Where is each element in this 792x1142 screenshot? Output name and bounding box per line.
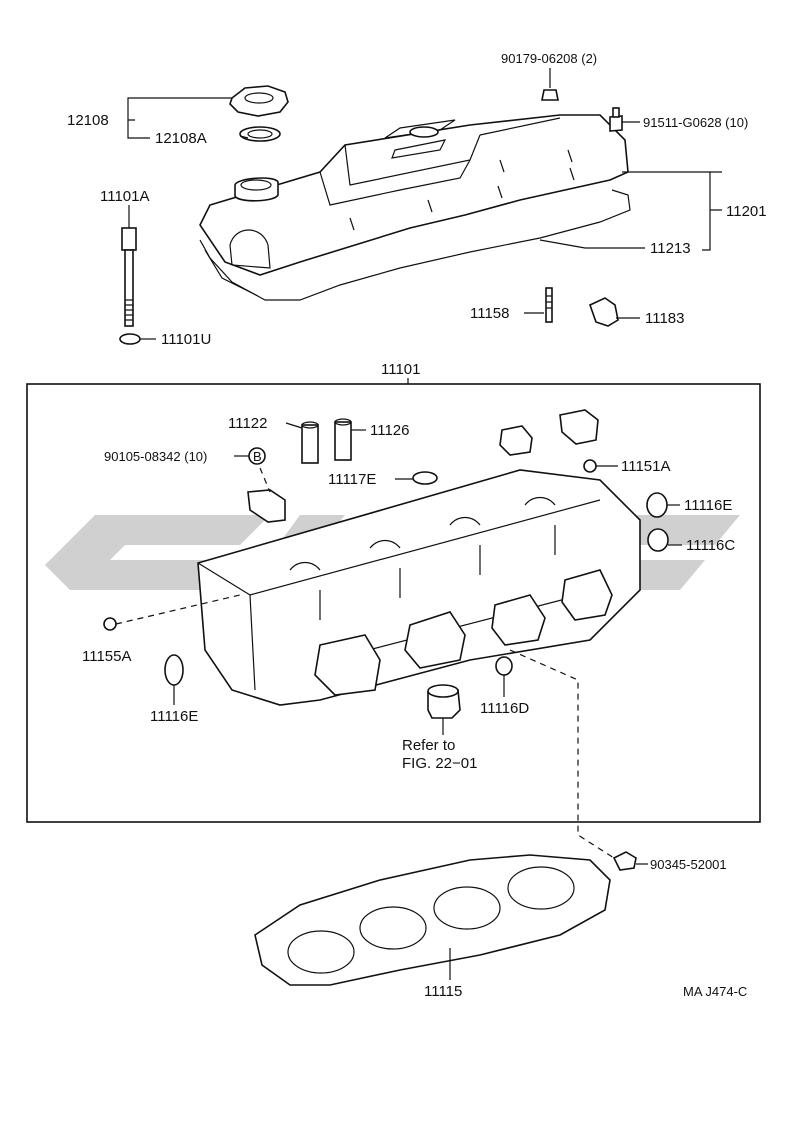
label-fig-22-01: FIG. 22−01 <box>402 755 477 772</box>
label-12108A: 12108A <box>155 130 207 147</box>
label-12108: 12108 <box>67 112 109 129</box>
label-11101U: 11101U <box>161 331 211 348</box>
label-11101: 11101 <box>381 361 421 378</box>
label-refer-to: Refer to <box>402 737 455 754</box>
plug-90345 <box>612 851 637 871</box>
valve-guide-11122 <box>301 421 319 464</box>
label-11116C: 11116C <box>686 537 735 554</box>
plug-11117E <box>412 471 438 485</box>
head-bolt-washer-11101U <box>119 333 141 345</box>
cylinder-head-subassembly-box <box>26 383 761 823</box>
plug-11155A <box>103 617 117 631</box>
label-11116D: 11116D <box>480 700 529 717</box>
head-bolt-11101A <box>121 227 137 327</box>
valve-guide-11126 <box>334 418 352 461</box>
label-11117E: 11117E <box>328 471 376 488</box>
label-11201: 11201 <box>726 203 767 220</box>
cover-gasket <box>199 189 631 301</box>
plug-11116C <box>647 528 669 552</box>
label-11213: 11213 <box>650 240 691 257</box>
label-90105: 90105-08342 (10) <box>104 449 207 464</box>
valve-lifter <box>427 684 461 719</box>
cover-bolt-91511 <box>609 107 623 132</box>
label-11183: 11183 <box>645 310 685 327</box>
plug-11151A <box>583 459 597 473</box>
label-11151A: 11151A <box>621 458 671 475</box>
bracket-11183 <box>589 297 619 327</box>
plug-11116D <box>495 656 513 676</box>
label-91511: 91511-G0628 (10) <box>643 115 748 130</box>
label-11101A: 11101A <box>100 188 150 205</box>
oil-filler-cap-gasket <box>239 126 281 142</box>
bolt-marker-label: B <box>253 449 262 464</box>
plug-11116E-left <box>164 654 184 686</box>
label-11126: 11126 <box>370 422 410 439</box>
diagram-code: MA J474-C <box>683 984 747 999</box>
bolt-marker-90105: B <box>248 447 266 465</box>
plug-11116E-right <box>646 492 668 518</box>
cylinder-head <box>197 469 641 706</box>
label-11116E-left: 11116E <box>150 708 198 725</box>
label-11116E-right: 11116E <box>684 497 732 514</box>
cover-nut-90179 <box>541 89 559 101</box>
label-90179: 90179-06208 (2) <box>501 51 597 66</box>
cylinder-head-cover <box>199 114 629 276</box>
label-90345: 90345-52001 <box>650 857 727 872</box>
label-11122: 11122 <box>228 415 268 432</box>
leader-lines <box>115 68 722 980</box>
label-11115: 11115 <box>424 983 462 1000</box>
oil-filler-cap <box>229 85 289 117</box>
cylinder-head-gasket <box>254 854 611 986</box>
label-11158: 11158 <box>470 305 510 322</box>
camshaft-bearing-cap <box>247 409 599 523</box>
stud-11158 <box>545 287 553 323</box>
label-11155A: 11155A <box>82 648 132 665</box>
